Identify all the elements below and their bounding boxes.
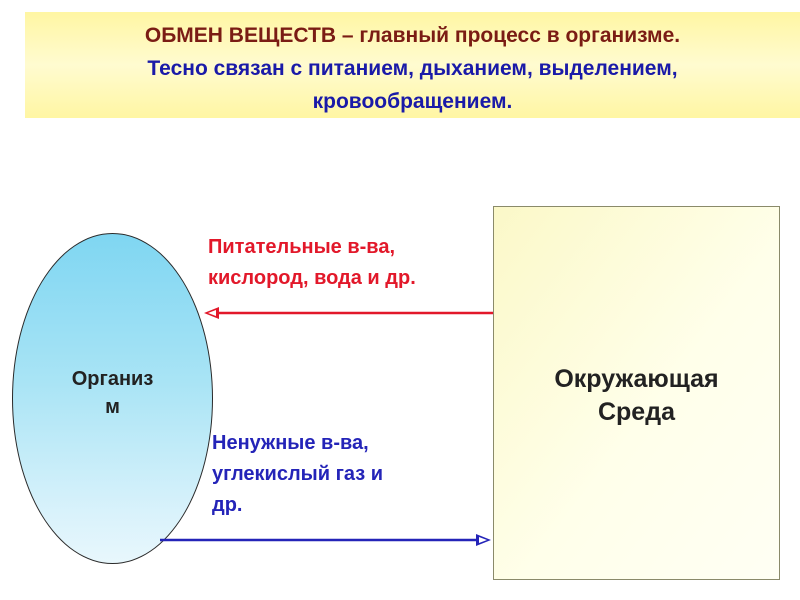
outflow-label: Ненужные в-ва, углекислый газ и др. [212, 428, 472, 521]
organism-label-line-1: Организ [71, 368, 154, 390]
organism-label-line-2: м [105, 396, 120, 418]
environment-label-line-2: Среда [597, 398, 675, 426]
title-banner: ОБМЕН ВЕЩЕСТВ – главный процесс в органи… [25, 12, 800, 118]
environment-box [493, 206, 780, 580]
outflow-label-line-1: Ненужные в-ва, [212, 432, 369, 454]
title-line-1: ОБМЕН ВЕЩЕСТВ – главный процесс в органи… [144, 24, 681, 47]
environment-label-line-1: Окружающая [554, 365, 719, 393]
title-line-2: Тесно связан с питанием, дыханием, выдел… [147, 57, 678, 80]
outflow-arrow [160, 534, 491, 546]
inflow-arrow [204, 307, 493, 319]
inflow-label: Питательные в-ва, кислород, вода и др. [208, 232, 498, 294]
inflow-label-line-1: Питательные в-ва, [208, 236, 396, 258]
outflow-label-line-2: углекислый газ и [212, 463, 384, 485]
organism-label: Организ м [12, 365, 213, 421]
title-line-3: кровообращением. [312, 90, 513, 113]
inflow-label-line-2: кислород, вода и др. [208, 267, 416, 289]
organism-ellipse [12, 233, 213, 564]
outflow-label-line-3: др. [212, 494, 243, 516]
environment-label: Окружающая Среда [493, 363, 780, 429]
